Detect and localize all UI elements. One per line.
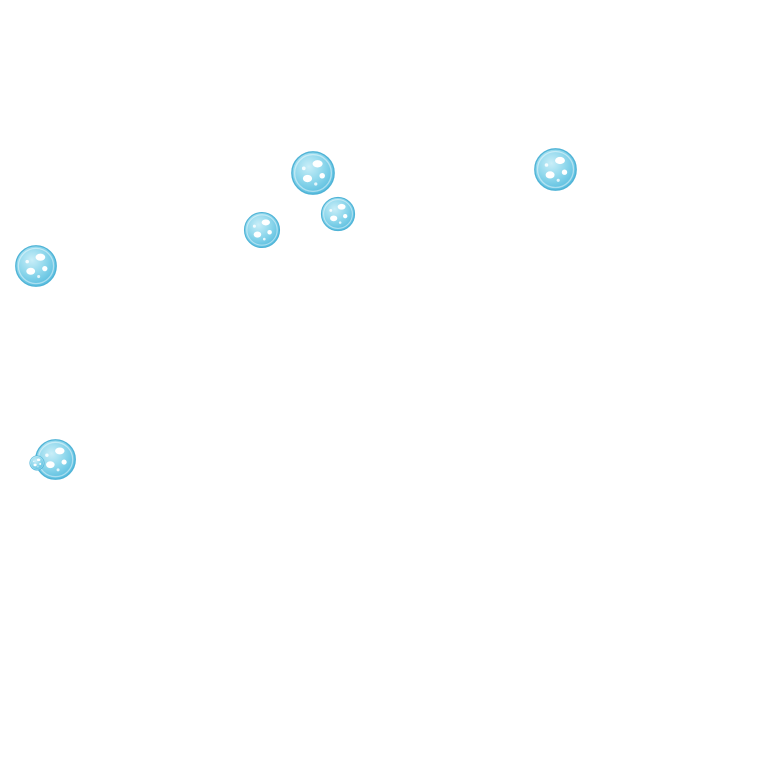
bubble-small-center xyxy=(320,196,356,232)
bubble-far-left-upper xyxy=(14,244,58,288)
bubble-left-center xyxy=(243,211,281,249)
bubble-tiny-cluster xyxy=(29,455,45,471)
bubble-right xyxy=(533,147,578,192)
bubble-large-center xyxy=(290,150,336,196)
